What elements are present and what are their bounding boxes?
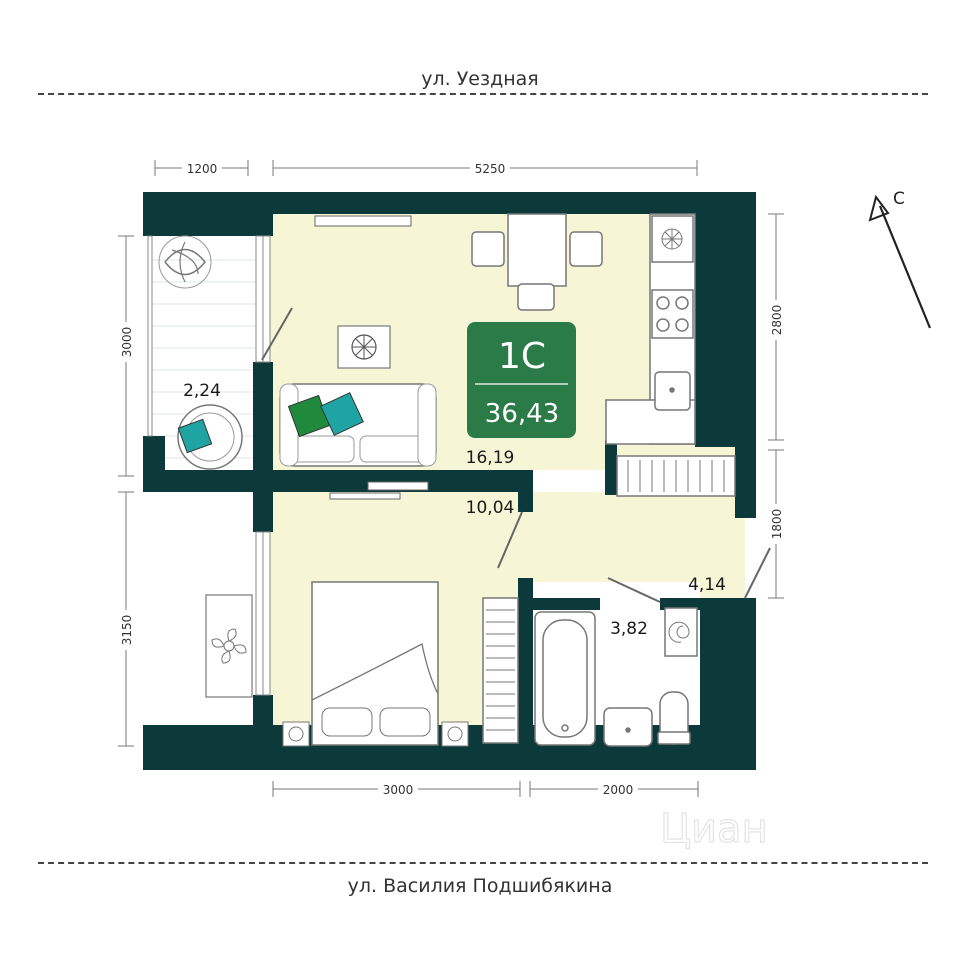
wall-bedroom-left-top [253,492,273,532]
wall-hall-left [605,440,617,495]
dim-top-left: 1200 [187,162,218,176]
cushion-teal-icon [320,392,364,436]
nightstand-left [282,721,310,747]
apartment-type: 1С [498,336,546,377]
wardrobe-bedroom [482,597,519,744]
area-bathroom: 3,82 [610,619,648,639]
street-top-line [38,93,928,95]
cushion-icon [177,418,213,454]
compass: С [868,189,932,329]
wall-top [143,192,756,214]
dim-left-top: 3000 [120,327,134,358]
round-chair-icon [177,404,243,470]
apartment-badge: 1С 36,43 [467,322,576,438]
wall-balcony-right-lower [253,362,273,492]
bed [282,581,469,747]
street-bottom-label: ул. Василия Подшибякина [347,875,613,897]
shelf [367,481,429,491]
dim-bottom-left: 3000 [383,783,414,797]
plant-icon [158,235,212,289]
wall-right-mid [735,440,756,518]
dim-right-bottom: 1800 [770,509,784,540]
area-balcony: 2,24 [183,381,221,401]
area-hall: 4,14 [688,575,726,595]
north-arrow-icon [878,205,932,329]
spiral-icon [668,621,690,643]
chair-left [471,231,505,267]
dim-right-top: 2800 [770,305,784,336]
chair-bottom [517,283,555,311]
windows [147,235,271,696]
dining-table [507,213,567,287]
tv-bedroom [329,492,401,500]
chair-right [569,231,603,267]
wall-bath-top-right [660,598,700,610]
tv-living [314,215,412,227]
watermark-logo: Циан [660,806,768,852]
street-bottom-line [38,862,928,864]
dim-left-bottom: 3150 [120,615,134,646]
compass-north-label: С [893,189,905,209]
doors [261,307,771,603]
fan-icon [211,628,247,664]
wall-bedroom-right-top [518,470,533,512]
wall-right-top [695,192,756,447]
apartment-total-area: 36,43 [485,399,559,429]
area-bedroom: 10,04 [466,498,515,518]
wall-bath-left [518,578,533,748]
wall-living-bedroom [143,470,533,492]
wall-bath-top [518,598,600,610]
sofa [279,383,437,467]
nightstand-right [441,721,469,747]
kitchen [605,213,696,445]
wardrobe-hall [616,455,736,497]
bath-sink [603,707,653,747]
rug [337,325,391,369]
tv-units [314,215,429,500]
dim-bottom-right: 2000 [603,783,634,797]
dining-set [471,213,603,311]
stove [651,289,694,339]
wall-top-left [143,192,273,236]
balcony-furniture [158,235,243,470]
wall-bedroom-left-bottom [253,695,273,747]
street-top-label: ул. Уездная [421,68,539,90]
bathroom [534,607,698,747]
dim-top-right: 5250 [475,162,506,176]
fan-unit [205,594,253,698]
area-living: 16,19 [466,448,515,468]
washing-machine [664,607,698,657]
